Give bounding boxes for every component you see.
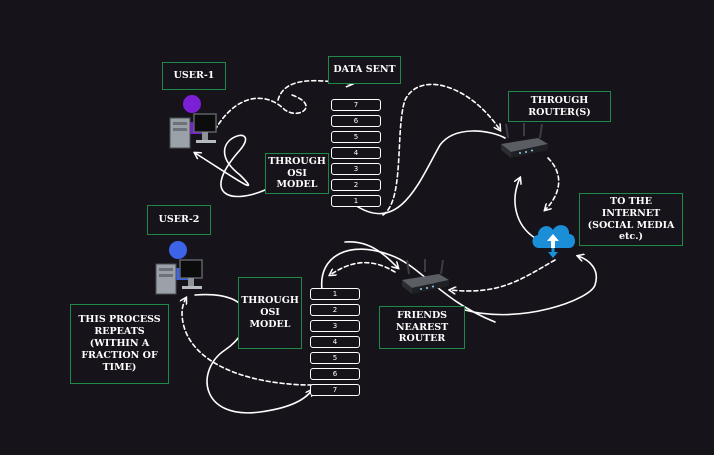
arrow-user1-to-stack (214, 94, 307, 131)
arrow-to-friends-router (344, 241, 398, 268)
osi-bottom-layer: 4 (310, 336, 360, 348)
osi-top-layer: 3 (331, 163, 381, 175)
osi-top-label: THROUGH OSI MODEL (265, 153, 329, 194)
arrow-stack-to-user2 (182, 298, 313, 386)
osi-top-layer: 7 (331, 99, 381, 111)
arrow-cloud-to-friends-router (450, 259, 556, 291)
process-repeats-label: THIS PROCESS REPEATS (WITHIN A FRACTION … (70, 304, 169, 384)
arrow-osi-to-user1 (195, 134, 266, 198)
osi-top-layer: 1 (331, 195, 381, 207)
osi-bottom-layer: 2 (310, 304, 360, 316)
user1-computer-icon (169, 95, 217, 149)
osi-top-layer: 2 (331, 179, 381, 191)
cloud-upload-icon (532, 225, 575, 258)
user2-label: USER-2 (147, 205, 211, 235)
osi-top-layer: 5 (331, 131, 381, 143)
osi-top-layer: 6 (331, 115, 381, 127)
osi-bottom-label: THROUGH OSI MODEL (238, 277, 302, 349)
arrow-bottom-stack-to-router (320, 248, 496, 323)
arrow-router-to-cloud (545, 157, 560, 210)
friends-router-label: FRIENDS NEAREST ROUTER (379, 306, 465, 349)
router-friends-icon (402, 259, 449, 294)
internet-label: TO THE INTERNET (SOCIAL MEDIA etc.) (579, 193, 683, 246)
through-routers-label: THROUGH ROUTER(S) (508, 91, 611, 122)
arrow-stack-to-router (382, 83, 500, 216)
osi-bottom-layer: 6 (310, 368, 360, 380)
osi-bottom-layer: 7 (310, 384, 360, 396)
osi-bottom-layer: 3 (310, 320, 360, 332)
osi-top-layer: 4 (331, 147, 381, 159)
osi-bottom-layer: 1 (310, 288, 360, 300)
arrow-friends-router-to-stack (330, 261, 396, 275)
user2-computer-icon (155, 241, 203, 295)
arrow-stack-bottom-to-router (354, 130, 506, 215)
osi-bottom-layer: 5 (310, 352, 360, 364)
arrow-cloud-to-router (515, 178, 536, 239)
arrow-friends-router-to-cloud (464, 256, 597, 316)
router-top-icon (501, 123, 548, 158)
user1-label: USER-1 (162, 62, 226, 90)
data-sent-label: DATA SENT (328, 56, 401, 84)
